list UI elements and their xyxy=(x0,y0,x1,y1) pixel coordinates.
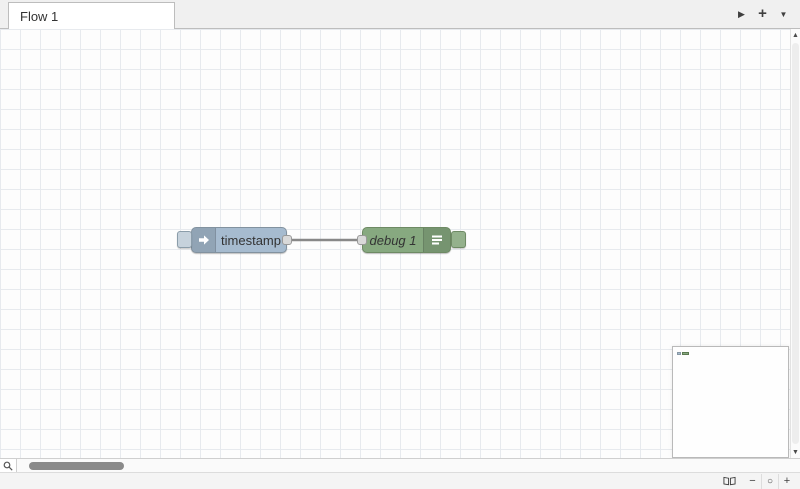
vertical-scroll-track[interactable] xyxy=(791,41,800,446)
workspace-footer: − ○ + xyxy=(0,472,800,489)
inject-trigger-button[interactable] xyxy=(177,231,192,248)
horizontal-scroll-thumb[interactable] xyxy=(29,462,124,470)
add-flow-button[interactable]: + xyxy=(752,4,773,25)
output-port[interactable] xyxy=(282,235,292,245)
vertical-scrollbar[interactable]: ▲ ▼ xyxy=(790,29,800,458)
tabbar-buttons: ▶ + ▼ xyxy=(731,0,794,28)
tab-flow-1[interactable]: Flow 1 xyxy=(8,2,175,29)
scroll-down-arrow-icon[interactable]: ▼ xyxy=(792,448,799,456)
flow-canvas[interactable]: timestamp debug 1 xyxy=(0,29,790,458)
horizontal-scrollbar-row xyxy=(0,458,800,472)
debug-console-icon xyxy=(423,228,450,252)
tab-scroll-right-button[interactable]: ▶ xyxy=(731,4,752,25)
zoom-reset-button[interactable]: ○ xyxy=(761,473,778,489)
wire-layer xyxy=(286,238,363,242)
search-button[interactable] xyxy=(0,459,17,472)
minimap-node-inject xyxy=(677,352,681,355)
workspace-tabbar: Flow 1 ▶ + ▼ xyxy=(0,0,800,29)
zoom-controls: − ○ + xyxy=(744,473,795,489)
node-debug-1[interactable]: debug 1 xyxy=(357,227,466,253)
inject-arrow-icon xyxy=(192,228,217,252)
zoom-out-button[interactable]: − xyxy=(744,474,761,489)
input-port[interactable] xyxy=(357,235,367,245)
flow-menu-button[interactable]: ▼ xyxy=(773,4,794,25)
node-label: debug 1 xyxy=(369,232,417,248)
vertical-scroll-thumb[interactable] xyxy=(792,43,799,444)
scroll-up-arrow-icon[interactable]: ▲ xyxy=(792,31,799,39)
minimap[interactable] xyxy=(672,346,789,458)
node-label: timestamp xyxy=(221,232,281,248)
magnifier-icon xyxy=(3,461,13,471)
node-inject-timestamp[interactable]: timestamp xyxy=(177,227,292,253)
zoom-in-button[interactable]: + xyxy=(778,473,795,489)
horizontal-scroll-track[interactable] xyxy=(17,459,800,472)
editor-main: timestamp debug 1 xyxy=(0,29,800,458)
navigator-toggle-button[interactable] xyxy=(721,474,738,489)
minimap-node-debug xyxy=(682,352,689,355)
map-book-icon xyxy=(723,476,736,486)
tab-label: Flow 1 xyxy=(20,8,59,24)
debug-toggle-button[interactable] xyxy=(451,231,466,248)
